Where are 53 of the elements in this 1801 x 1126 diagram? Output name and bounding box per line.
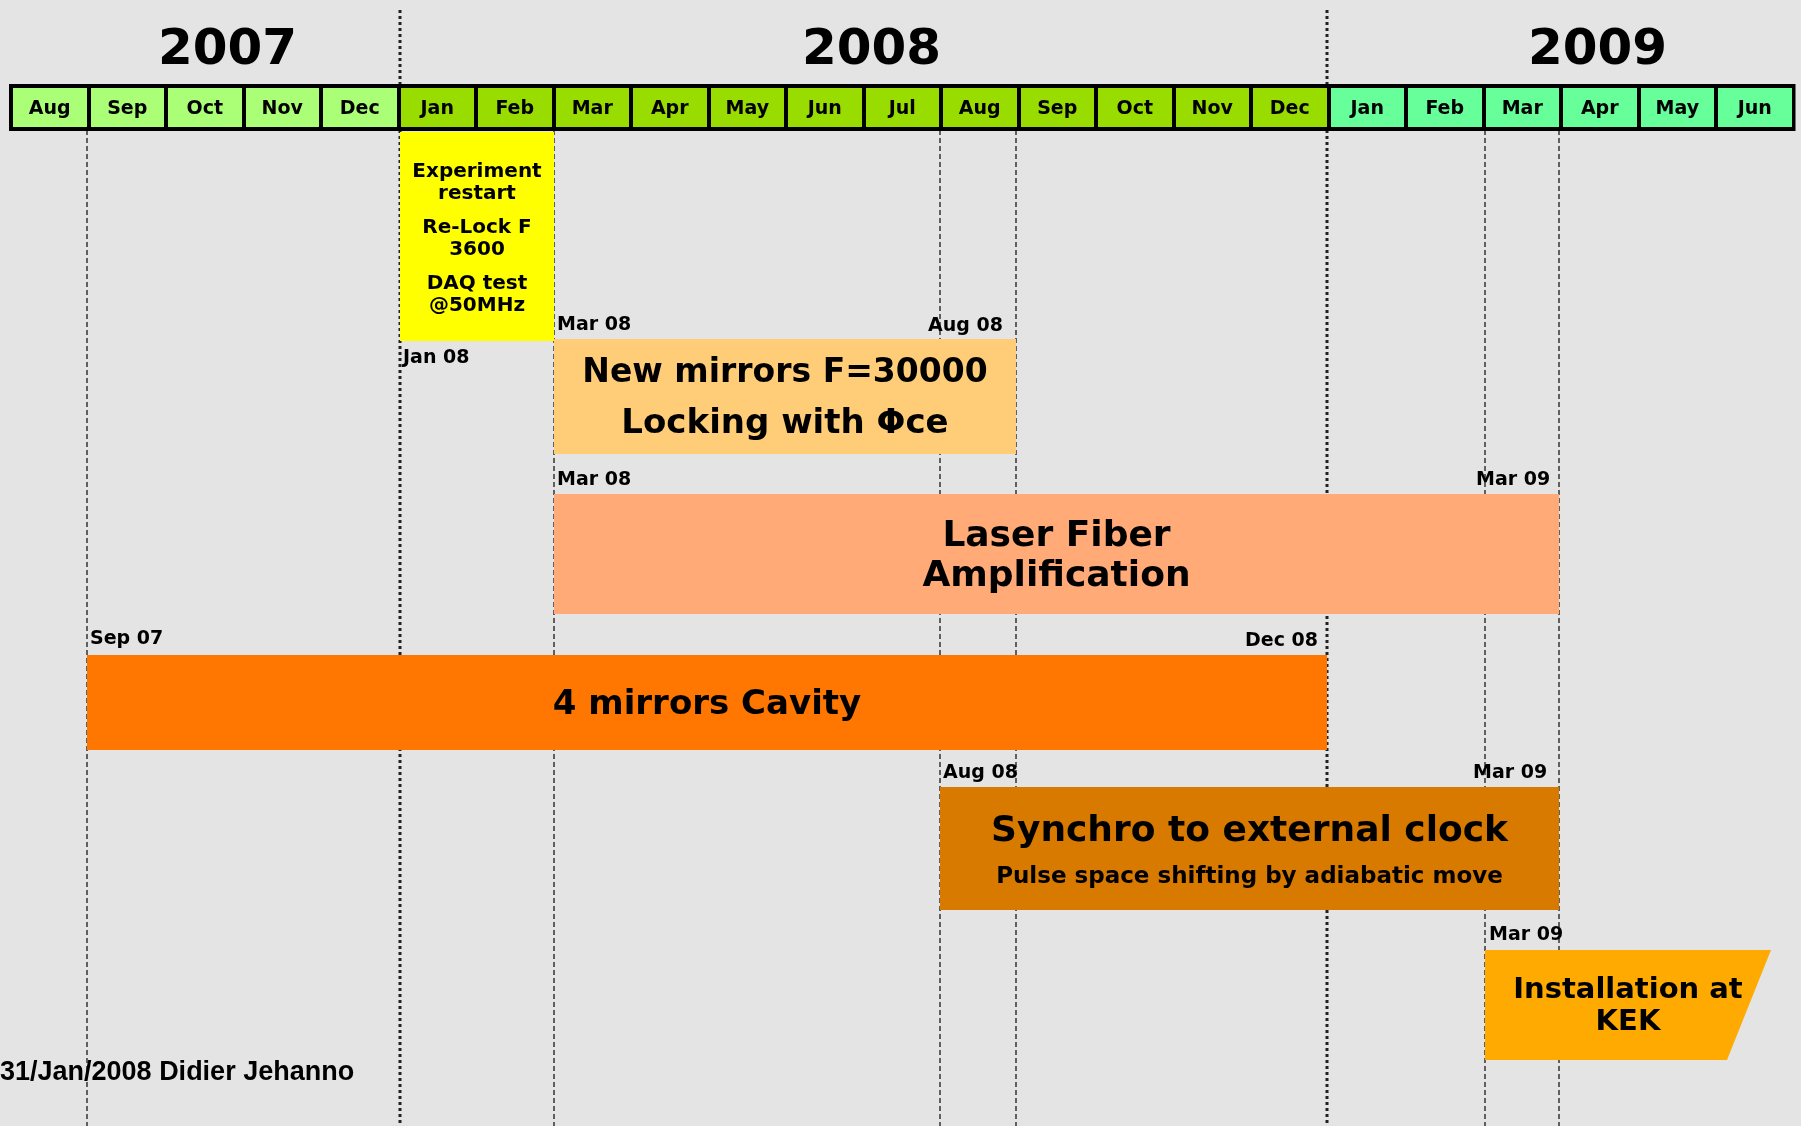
- month-cell: Aug: [941, 86, 1019, 129]
- month-cell: Feb: [1406, 86, 1484, 129]
- date-label: Sep 07: [90, 626, 164, 648]
- month-cell: May: [1638, 86, 1716, 129]
- year-label: 2008: [802, 18, 942, 76]
- task-text: New mirrors F=30000: [582, 352, 988, 389]
- task-bar: [940, 787, 1559, 910]
- date-label: Aug 08: [943, 760, 1018, 782]
- date-label: Mar 09: [1489, 922, 1564, 944]
- month-cell: Jun: [786, 86, 864, 129]
- month-cell: Aug: [11, 86, 89, 129]
- month-cell: Nov: [1173, 86, 1251, 129]
- date-label: Dec 08: [1245, 628, 1318, 650]
- footer-note: 31/Jan/2008 Didier Jehanno: [0, 1056, 355, 1087]
- month-cell: Dec: [1251, 86, 1329, 129]
- task-text: Re-Lock F 3600: [421, 214, 533, 259]
- month-cell: Feb: [476, 86, 554, 129]
- date-label: Mar 09: [1476, 467, 1551, 489]
- task-bar: [554, 494, 1559, 614]
- month-cell: Jun: [1716, 86, 1794, 129]
- date-label: Aug 08: [928, 313, 1003, 335]
- month-cell: Jan: [398, 86, 476, 129]
- date-label: Mar 08: [557, 467, 632, 489]
- date-label: Jan 08: [403, 345, 470, 367]
- month-cell: Apr: [631, 86, 709, 129]
- month-cell: May: [708, 86, 786, 129]
- month-cell: Dec: [321, 86, 399, 129]
- date-label: Mar 08: [557, 312, 632, 334]
- month-cell: Sep: [88, 86, 166, 129]
- task-text: DAQ test @50MHz: [425, 270, 529, 315]
- month-cell: Nov: [243, 86, 321, 129]
- task-text: 4 mirrors Cavity: [552, 683, 862, 722]
- task-text: Laser Fiber Amplification: [921, 514, 1192, 594]
- task-bar: [554, 339, 1016, 454]
- month-cell: Sep: [1018, 86, 1096, 129]
- task-card: [1485, 950, 1771, 1060]
- task-text: Locking with Φce: [621, 402, 949, 441]
- month-cell: Jan: [1328, 86, 1406, 129]
- month-cell: Oct: [166, 86, 244, 129]
- month-cell: Apr: [1561, 86, 1639, 129]
- month-cell: Oct: [1096, 86, 1174, 129]
- month-cell: Mar: [553, 86, 631, 129]
- task-text: Experiment restart: [411, 158, 543, 203]
- month-cell: Jul: [863, 86, 941, 129]
- task-bar: [87, 655, 1327, 750]
- date-label: Mar 09: [1473, 760, 1548, 782]
- year-label: 2009: [1528, 18, 1668, 76]
- task-text: Synchro to external clock: [991, 809, 1508, 849]
- month-cell: Mar: [1483, 86, 1561, 129]
- task-text: Installation at KEK: [1512, 973, 1744, 1037]
- task-card: [400, 132, 554, 341]
- task-text: Pulse space shifting by adiabatic move: [996, 862, 1503, 888]
- year-label: 2007: [158, 18, 298, 76]
